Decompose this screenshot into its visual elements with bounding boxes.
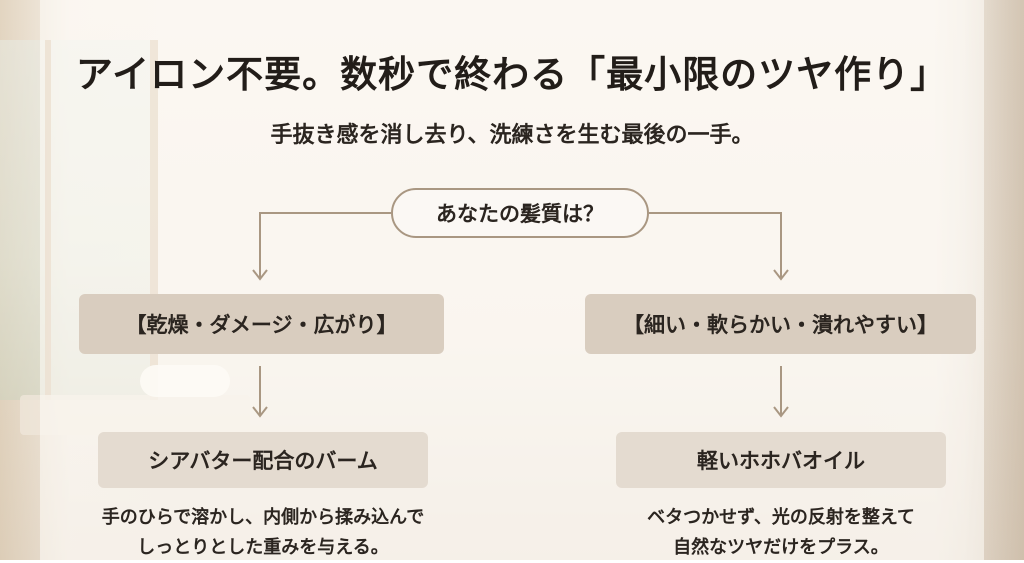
connector-right <box>649 212 782 278</box>
product-left: シアバター配合のバーム <box>98 432 428 488</box>
page-subtitle: 手抜き感を消し去り、洗練さを生む最後の一手。 <box>270 122 754 148</box>
arrowhead-right-top <box>773 269 789 281</box>
description-left-line-2: しっとりとした重みを与える。 <box>137 537 389 558</box>
hair-type-right: 【細い・軟らかい・潰れやすい】 <box>585 294 976 354</box>
hair-type-left: 【乾燥・ダメージ・広がり】 <box>79 294 444 354</box>
question-node: あなたの髪質は？ <box>391 188 649 238</box>
description-right: ベタつかせず、光の反射を整えて 自然なツヤだけをプラス。 <box>560 503 1002 563</box>
product-right: 軽いホホバオイル <box>616 432 946 488</box>
description-left: 手のひらで溶かし、内側から揉み込んで しっとりとした重みを与える。 <box>40 503 486 563</box>
description-right-line-2: 自然なツヤだけをプラス。 <box>673 537 889 558</box>
arrowhead-right-bottom <box>773 406 789 418</box>
arrowhead-left-bottom <box>252 406 268 418</box>
connector-left <box>259 212 391 278</box>
arrowhead-left-top <box>252 269 268 281</box>
page-title: アイロン不要。数秒で終わる「最小限のツヤ作り」 <box>75 52 949 96</box>
description-left-line-1: 手のひらで溶かし、内側から揉み込んで <box>101 507 425 528</box>
description-right-line-1: ベタつかせず、光の反射を整えて <box>647 507 915 528</box>
